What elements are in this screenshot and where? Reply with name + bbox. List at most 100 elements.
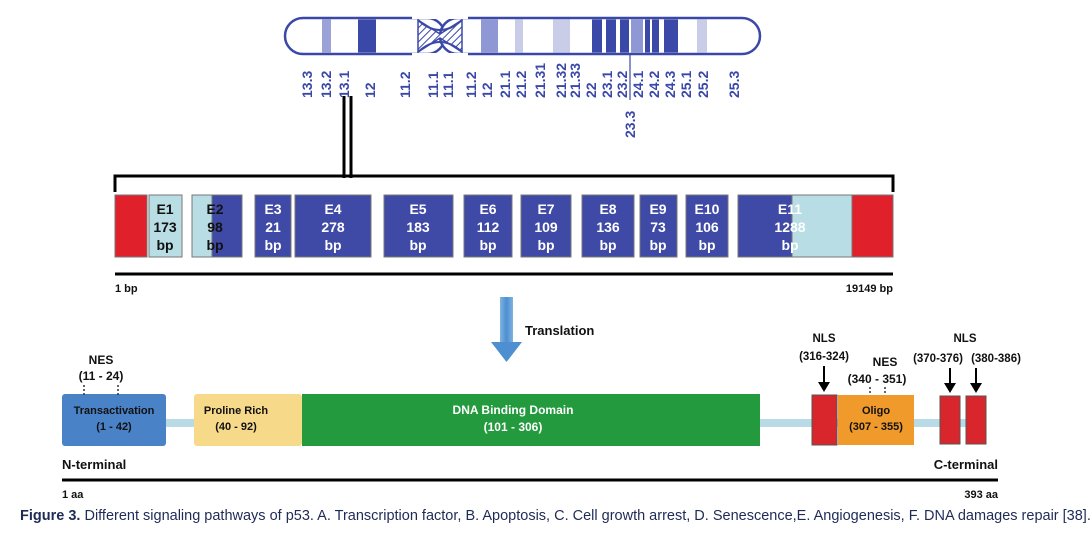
figure-label: Figure 3.	[20, 508, 81, 524]
domain-transactivation: Transactivation (1 - 42)	[62, 394, 166, 446]
exon-e8	[581, 194, 635, 258]
exon-e4	[294, 194, 372, 258]
nls-label: NLS	[813, 333, 836, 345]
band-label: 21.2	[513, 71, 529, 98]
translation-label: Translation	[525, 323, 594, 338]
exon-unit: bp	[698, 237, 715, 253]
translation-arrow: Translation	[491, 297, 594, 362]
caption-text: Different signaling pathways of p53. A. …	[80, 508, 1091, 524]
exon-unit: bp	[409, 237, 426, 253]
exon-label: E10	[695, 201, 720, 217]
band-label: 23.1	[599, 71, 615, 98]
p53-diagram: 13.3 13.2 13.1 12 11.2 11.1 11.1 11.2 12…	[62, 14, 1022, 501]
band-label: 25.2	[695, 71, 711, 98]
exon-unit: bp	[599, 237, 616, 253]
gene-end-label: 19149 bp	[846, 283, 893, 295]
band-label: 11.1	[440, 71, 456, 98]
band-label: 21.32	[553, 63, 569, 98]
exon-label: E1	[156, 201, 173, 217]
band-label: 12	[362, 82, 378, 98]
gene-structure: E1 173 bp E2 98 bp E3 21 bp E4 278 bp E5…	[114, 194, 894, 295]
exon-e9	[639, 194, 678, 258]
band-12	[358, 19, 376, 53]
utr-3prime	[851, 194, 894, 258]
nls-range: (370-376)	[913, 353, 963, 365]
band-label: 22	[583, 82, 599, 98]
domain-name: Transactivation	[74, 405, 155, 417]
exon-size: 1288	[774, 219, 805, 235]
nls-annotation-1: NLS (316-324)	[799, 333, 849, 392]
exon-label: E4	[324, 201, 341, 217]
figure-caption: Figure 3. Different signaling pathways o…	[20, 508, 1091, 524]
band-13-2	[322, 19, 331, 53]
band-label: 13.2	[318, 71, 334, 98]
exon-e10	[685, 194, 729, 258]
band-label: 13.3	[299, 71, 315, 98]
centromere	[412, 14, 468, 58]
band-label: 11.1	[425, 71, 441, 98]
exon-label: E8	[599, 201, 616, 217]
band-label: 21.1	[497, 71, 513, 98]
domain-range: (307 - 355)	[849, 421, 903, 433]
nls-motif-3	[965, 395, 987, 445]
exon-labels: E1 173 bp E2 98 bp E3 21 bp E4 278 bp E5…	[153, 201, 805, 253]
chromosome-ideogram: 13.3 13.2 13.1 12 11.2 11.1 11.1 11.2 12…	[283, 14, 762, 138]
nes-label: NES	[873, 355, 898, 369]
exon-unit: bp	[324, 237, 341, 253]
domain-oligo: Oligo (307 - 355)	[838, 395, 914, 445]
gene-start-label: 1 bp	[115, 283, 138, 295]
nes-range: (340 - 351)	[848, 372, 907, 386]
domain-name: Oligo	[862, 405, 890, 417]
exon-size: 106	[695, 219, 719, 235]
band-label: 11.2	[463, 71, 479, 98]
exon-label: E7	[537, 201, 554, 217]
band-label: 25.1	[678, 71, 694, 98]
domain-proline-rich: Proline Rich (40 - 92)	[194, 394, 302, 446]
band-label: 21.31	[532, 63, 548, 98]
exon-unit: bp	[781, 237, 798, 253]
domain-range: (40 - 92)	[215, 421, 257, 433]
exon-size: 98	[207, 219, 223, 235]
c-terminal-label: C-terminal	[934, 457, 998, 472]
exon-size: 73	[650, 219, 666, 235]
nes-label: NES	[89, 353, 114, 367]
nls-range: (316-324)	[799, 351, 849, 363]
exon-e5	[383, 194, 454, 258]
nls-motif-1	[811, 394, 838, 446]
nes-range: (11 - 24)	[79, 369, 124, 383]
chromosome-q-arm	[438, 16, 762, 56]
nes-annotation-2: NES (340 - 351)	[848, 355, 907, 395]
exon-size: 21	[265, 219, 281, 235]
exon-size: 183	[406, 219, 430, 235]
nls-label: NLS	[954, 333, 977, 345]
exon-label: E11	[778, 201, 802, 217]
domain-dna-binding: DNA Binding Domain (101 - 306)	[302, 394, 760, 446]
band-label: 24.3	[662, 71, 678, 98]
exon-label: E5	[409, 201, 426, 217]
exon-unit: bp	[264, 237, 281, 253]
utr-5prime	[114, 194, 148, 258]
exon-unit: bp	[156, 237, 173, 253]
exon-size: 136	[596, 219, 620, 235]
protein-end-label: 393 aa	[964, 489, 999, 501]
exon-e7	[520, 194, 572, 258]
exon-unit: bp	[649, 237, 666, 253]
nls-annotation-2: NLS (370-376) (380-386)	[913, 333, 1021, 393]
band-label: 24.2	[646, 71, 662, 98]
band-label: 23.2	[614, 71, 630, 98]
exon-e2	[191, 194, 243, 258]
exon-unit: bp	[537, 237, 554, 253]
exon-size: 112	[477, 219, 500, 235]
exon-size: 173	[153, 219, 177, 235]
exon-e11	[737, 194, 853, 258]
exon-label: E3	[264, 201, 281, 217]
n-terminal-label: N-terminal	[62, 457, 126, 472]
exon-size: 278	[321, 219, 345, 235]
nls-range: (380-386)	[971, 353, 1021, 365]
band-labels: 13.3 13.2 13.1 12 11.2 11.1 11.1 11.2 12…	[299, 63, 742, 138]
exon-label: E2	[206, 201, 223, 217]
zoom-connector	[113, 96, 895, 192]
nls-motif-2	[939, 395, 961, 445]
domain-name: Proline Rich	[204, 405, 268, 417]
domain-range: (1 - 42)	[96, 421, 132, 433]
